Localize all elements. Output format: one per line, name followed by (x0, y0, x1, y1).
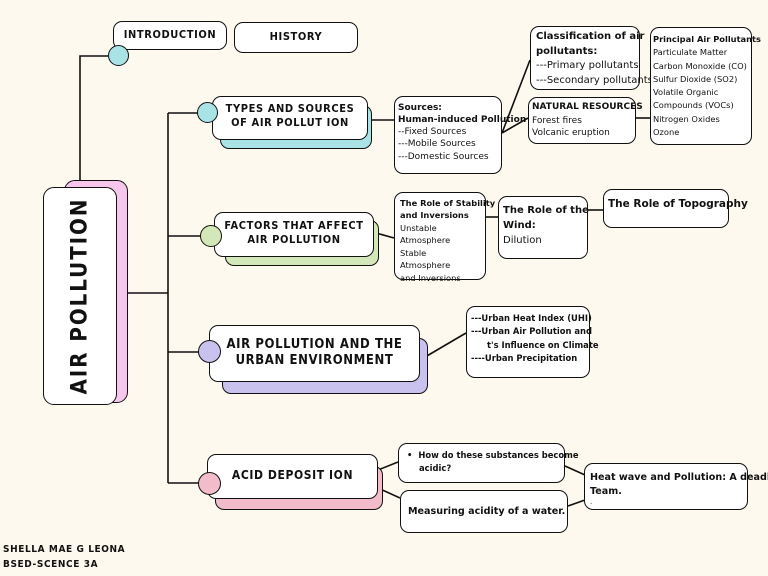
sources-subheading: Human-induced Pollution (398, 115, 527, 126)
stability-heading-line2: and Inversions (400, 210, 469, 221)
history-title: HISTORY (269, 30, 323, 43)
acid-question-node: • How do these substances become acidic? (398, 443, 579, 483)
types-title-line2: OF AIR POLLUT ION (231, 115, 349, 129)
acid-question-line1: • How do these substances become (407, 449, 579, 462)
root-node: AIR POLLUTION (43, 187, 117, 405)
stability-node: The Role of Stability and Inversions Uns… (394, 192, 496, 283)
principal-pollutants-item: Sulfur Dioxide (SO2) (653, 73, 738, 84)
principal-pollutants-item: Volatile Organic (653, 87, 719, 98)
sources-item: --Fixed Sources (398, 127, 467, 138)
principal-pollutants-node: Principal Air Pollutants Particulate Mat… (650, 27, 761, 145)
principal-pollutants-item: Particulate Matter (653, 47, 728, 58)
urban-item: t's Influence on Climate (487, 339, 599, 350)
natural-resources-heading: NATURAL RESOURCES (532, 102, 643, 112)
stability-heading-line1: The Role of Stability (400, 198, 496, 208)
wind-heading-line1: The Role of the (503, 205, 589, 216)
stability-item: and Inversions (400, 272, 461, 283)
acid-dot (198, 472, 221, 495)
sources-node: Sources: Human-induced Pollution --Fixed… (394, 96, 527, 174)
principal-pollutants-item: Compounds (VOCs) (653, 100, 734, 111)
stability-item: Atmosphere (400, 260, 451, 271)
measuring-text: Measuring acidity of a water. (408, 506, 566, 517)
root-title: AIR POLLUTION (67, 197, 93, 395)
sources-heading: Sources: (398, 103, 442, 113)
sources-item: ---Domestic Sources (398, 151, 489, 162)
factors-title-line1: FACTORS THAT AFFECT (224, 219, 364, 232)
urban-details-node: ---Urban Heat Index (UHI) ---Urban Air P… (466, 306, 599, 378)
types-node: TYPES AND SOURCES OF AIR POLLUT ION (212, 96, 368, 140)
urban-node: AIR POLLUTION AND THE URBAN ENVIRONMENT (209, 325, 420, 382)
classification-heading-line1: Classification of air (536, 31, 645, 42)
urban-dot (198, 340, 221, 363)
history-node: HISTORY (234, 22, 358, 53)
classification-node: Classification of air pollutants: ---Pri… (530, 26, 653, 90)
topography-node: The Role of Topography (603, 189, 748, 228)
introduction-node: INTRODUCTION (113, 21, 227, 50)
measuring-node: Measuring acidity of a water. (400, 490, 568, 533)
principal-pollutants-heading: Principal Air Pollutants (653, 34, 761, 44)
urban-item: ---Urban Air Pollution and (471, 326, 592, 337)
factors-node: FACTORS THAT AFFECT AIR POLLUTION (214, 212, 374, 257)
classification-item: ---Secondary pollutants (536, 74, 653, 86)
principal-pollutants-item: Ozone (653, 126, 680, 137)
bullet-icon: • (407, 450, 413, 460)
wind-heading-line2: Wind: (503, 220, 536, 231)
stability-item: Unstable (400, 222, 437, 233)
heatwave-node: Heat wave and Pollution: A deadly Team. … (584, 463, 768, 510)
heatwave-line3: . (590, 497, 593, 506)
classification-heading-line2: pollutants: (536, 45, 598, 57)
types-title-line1: TYPES AND SOURCES (225, 102, 355, 115)
stability-item: Stable (400, 247, 427, 258)
acid-title: ACID DEPOSIT ION (231, 468, 354, 482)
urban-title-line1: AIR POLLUTION AND THE (226, 337, 403, 352)
urban-title-line2: URBAN ENVIRONMENT (235, 353, 394, 369)
wind-item: Dilution (503, 235, 542, 246)
acid-question-text: How do these substances become (418, 450, 579, 460)
introduction-dot (108, 45, 129, 66)
author-course: BSED-SCENCE 3A (3, 559, 99, 570)
heatwave-line1: Heat wave and Pollution: A deadly (590, 472, 768, 483)
sources-item: ---Mobile Sources (398, 139, 476, 150)
author-name: SHELLA MAE G LEONA (3, 544, 126, 555)
natural-resources-item: Forest fires (532, 116, 582, 127)
natural-resources-node: NATURAL RESOURCES Forest fires Volcanic … (528, 97, 643, 144)
acid-node: ACID DEPOSIT ION (207, 454, 378, 499)
factors-dot (200, 225, 222, 247)
principal-pollutants-item: Carbon Monoxide (CO) (653, 60, 747, 71)
classification-item: ---Primary pollutants (536, 60, 639, 71)
stability-item: Atmosphere (400, 235, 451, 246)
types-dot (197, 102, 218, 123)
urban-item: ----Urban Precipitation (471, 353, 578, 364)
topography-heading: The Role of Topography (608, 198, 748, 210)
acid-question-line2: acidic? (419, 463, 452, 474)
introduction-title: INTRODUCTION (123, 28, 217, 41)
factors-title-line2: AIR POLLUTION (247, 232, 341, 246)
heatwave-line2: Team. (590, 486, 622, 498)
urban-item: ---Urban Heat Index (UHI) (471, 313, 592, 323)
wind-node: The Role of the Wind: Dilution (498, 196, 589, 259)
natural-resources-item: Volcanic eruption (532, 128, 610, 139)
principal-pollutants-item: Nitrogen Oxides (653, 113, 720, 124)
